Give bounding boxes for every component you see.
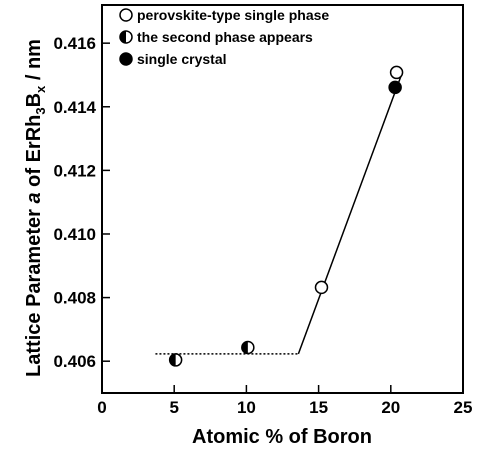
legend-symbol — [119, 30, 133, 44]
x-tick-label: 20 — [381, 398, 400, 417]
legend-marker-filled-circle — [119, 52, 133, 66]
x-tick-label: 15 — [309, 398, 328, 417]
legend-symbol — [119, 8, 133, 22]
data-point-open-circle — [389, 65, 404, 80]
data-point-half-filled-circle — [241, 340, 255, 355]
data-point-filled-circle — [388, 80, 402, 95]
legend-marker-open-circle — [119, 8, 133, 22]
y-tick-label: 0.412 — [53, 161, 96, 180]
x-tick-label: 5 — [169, 398, 178, 417]
legend-label-second-phase: the second phase appears — [137, 29, 313, 45]
x-tick-label: 0 — [97, 398, 106, 417]
legend-label-perovskite: perovskite-type single phase — [137, 7, 329, 23]
legend: perovskite-type single phase the second … — [119, 7, 329, 67]
legend-label-single-crystal: single crystal — [137, 51, 227, 67]
legend-symbol — [119, 52, 133, 66]
y-tick-label: 0.406 — [53, 352, 96, 371]
x-tick-label: 25 — [454, 398, 473, 417]
y-tick-label: 0.410 — [53, 225, 96, 244]
y-axis-title: Lattice Parameter a of ErRh3Bx / nm — [23, 39, 48, 377]
plot-frame — [101, 4, 464, 394]
data-point-half-filled-circle — [168, 353, 183, 367]
legend-marker-half-filled-circle — [119, 30, 133, 44]
y-tick-label: 0.408 — [53, 289, 96, 308]
trend-line — [297, 72, 404, 355]
data-point-open-circle — [314, 280, 329, 295]
x-axis-title: Atomic % of Boron — [192, 426, 372, 448]
x-tick-label: 10 — [237, 398, 256, 417]
y-tick-label: 0.414 — [53, 98, 96, 117]
y-tick-label: 0.416 — [53, 34, 96, 53]
